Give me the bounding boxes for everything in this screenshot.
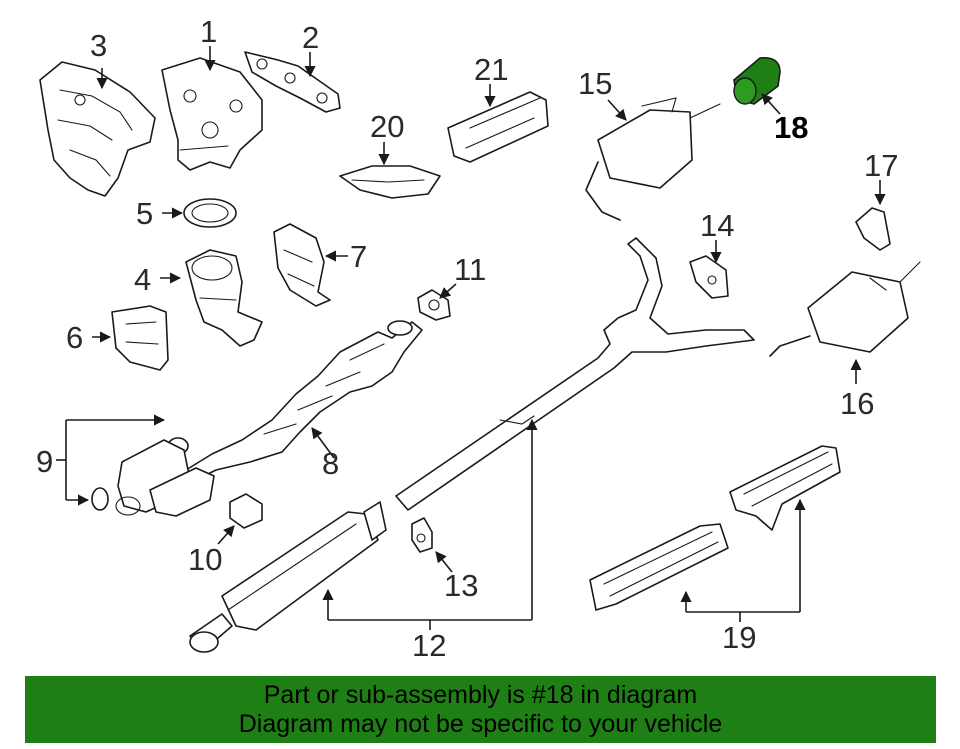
info-banner: Part or sub-assembly is #18 in diagram D… bbox=[25, 676, 936, 743]
label-8: 8 bbox=[322, 446, 339, 481]
label-17: 17 bbox=[864, 148, 898, 183]
part-5-ring-gasket[interactable] bbox=[183, 198, 237, 228]
part-21-heat-shield[interactable] bbox=[447, 91, 549, 163]
label-4: 4 bbox=[134, 262, 151, 297]
label-16: 16 bbox=[840, 386, 874, 421]
part-10-bracket[interactable] bbox=[229, 493, 263, 529]
exhaust-parts-diagram: 3 1 2 5 20 21 bbox=[36, 14, 921, 663]
label-2: 2 bbox=[302, 20, 319, 55]
label-9: 9 bbox=[36, 444, 53, 479]
part-18-exhaust-tip[interactable] bbox=[733, 56, 781, 105]
label-13: 13 bbox=[444, 568, 478, 603]
part-8-front-pipe[interactable] bbox=[185, 320, 423, 479]
part-13-rubber-hanger[interactable] bbox=[411, 517, 433, 553]
part-7-heat-shield[interactable] bbox=[273, 223, 331, 307]
label-18: 18 bbox=[774, 110, 808, 145]
label-15: 15 bbox=[578, 66, 612, 101]
part-14-hanger-bracket[interactable] bbox=[689, 255, 729, 299]
label-21: 21 bbox=[474, 52, 508, 87]
banner-line-2: Diagram may not be specific to your vehi… bbox=[238, 709, 723, 738]
part-4-catalytic-converter[interactable] bbox=[185, 249, 263, 347]
label-11: 11 bbox=[454, 252, 486, 287]
label-5: 5 bbox=[136, 196, 153, 231]
label-6: 6 bbox=[66, 320, 83, 355]
label-10: 10 bbox=[188, 542, 222, 577]
part-9-gaskets[interactable] bbox=[91, 437, 215, 517]
part-1-exhaust-manifold[interactable] bbox=[161, 57, 263, 171]
part-19-heat-shields[interactable] bbox=[589, 445, 841, 611]
part-17-bracket[interactable] bbox=[855, 207, 891, 251]
part-15-muffler[interactable] bbox=[585, 97, 721, 221]
part-6-heat-shield[interactable] bbox=[111, 305, 169, 371]
label-14: 14 bbox=[700, 208, 734, 243]
label-3: 3 bbox=[90, 28, 107, 63]
label-19: 19 bbox=[722, 620, 756, 655]
part-16-muffler[interactable] bbox=[769, 261, 921, 357]
label-12: 12 bbox=[412, 628, 446, 663]
part-20-heat-shield[interactable] bbox=[339, 165, 441, 199]
label-1: 1 bbox=[200, 14, 217, 49]
part-3-heat-shield[interactable] bbox=[39, 61, 156, 197]
label-7: 7 bbox=[350, 239, 367, 274]
banner-line-1: Part or sub-assembly is #18 in diagram bbox=[263, 680, 698, 709]
part-2-manifold-gasket[interactable] bbox=[244, 51, 341, 113]
part-12-center-pipe[interactable] bbox=[189, 237, 755, 653]
label-20: 20 bbox=[370, 109, 404, 144]
